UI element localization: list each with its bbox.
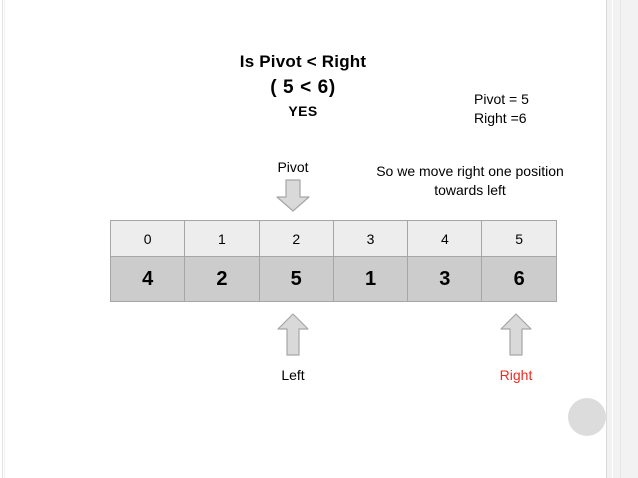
headline-block: Is Pivot < Right ( 5 < 6) YES: [163, 50, 443, 121]
left-pointer-label: Left: [281, 367, 305, 383]
slide-left-border: [2, 0, 3, 478]
fact-pivot-value: Pivot = 5: [474, 91, 529, 107]
index-cell: 5: [481, 220, 557, 257]
array-value-row: 4 2 5 1 3 6: [109, 256, 557, 302]
headline-question: Is Pivot < Right: [239, 52, 367, 71]
headline-comparison: ( 5 < 6): [270, 77, 336, 98]
value-cell: 4: [109, 256, 186, 302]
move-note-line-2: towards left: [434, 182, 506, 198]
fact-right-value: Right =6: [474, 110, 527, 126]
move-note-line-1: So we move right one position: [376, 163, 564, 179]
slide-right-border: [606, 0, 607, 478]
move-note-block: So we move right one position towards le…: [356, 162, 584, 200]
viewer-right-border: [620, 0, 621, 478]
arrow-up-icon: [500, 313, 532, 356]
value-cell: 1: [332, 256, 409, 302]
slide-canvas: Is Pivot < Right ( 5 < 6) YES Pivot = 5 …: [0, 0, 606, 478]
headline-answer: YES: [288, 103, 318, 119]
index-cell: 4: [407, 220, 483, 257]
index-cell: 1: [184, 220, 260, 257]
pivot-pointer-label: Pivot: [277, 159, 309, 175]
facts-block: Pivot = 5 Right =6: [474, 90, 604, 128]
slide-left-border-inner: [4, 0, 5, 478]
array-table: 0 1 2 3 4 5 4 2 5 1 3 6: [109, 220, 557, 302]
value-cell: 6: [481, 256, 557, 302]
right-pointer-label: Right: [499, 367, 533, 383]
index-cell: 3: [332, 220, 409, 257]
arrow-up-icon: [277, 313, 309, 356]
arrow-down-icon: [276, 179, 310, 212]
index-cell: 0: [109, 220, 186, 257]
array-index-row: 0 1 2 3 4 5: [109, 220, 557, 257]
value-cell: 5: [258, 256, 334, 302]
viewer-right-highlight: [612, 0, 613, 478]
value-cell: 3: [407, 256, 483, 302]
decorative-circle: [568, 398, 606, 436]
index-cell: 2: [258, 220, 334, 257]
value-cell: 2: [184, 256, 260, 302]
